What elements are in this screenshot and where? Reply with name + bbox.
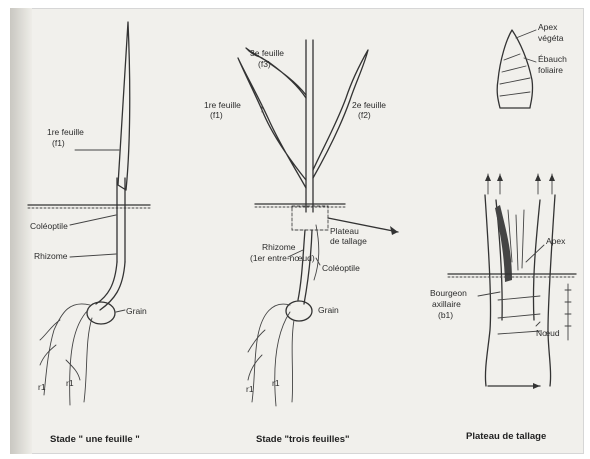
label-root-s3-r1: r1 bbox=[246, 384, 254, 394]
root-s3-branches bbox=[248, 330, 265, 380]
detail-arrowheads bbox=[485, 174, 555, 181]
outer-sheath-right bbox=[548, 195, 555, 386]
root-3 bbox=[84, 318, 92, 402]
label-first-leaf-s3: 1re feuille bbox=[204, 100, 241, 110]
label-vegetatif: végéta bbox=[538, 33, 564, 43]
label-grain: Grain bbox=[126, 306, 147, 316]
label-grain-s3: Grain bbox=[318, 305, 339, 315]
label-second-leaf: 2e feuille bbox=[352, 100, 386, 110]
first-leaf-blade bbox=[118, 22, 130, 190]
label-foliaire: foliaire bbox=[538, 65, 563, 75]
label-plateau: Plateau bbox=[330, 226, 359, 236]
label-root-r1: r1 bbox=[38, 382, 46, 392]
leader-ebauch bbox=[524, 58, 536, 62]
label-third-leaf-sub: (f3) bbox=[258, 59, 271, 69]
caption-stage-one-leaf: Stade " une feuille " bbox=[50, 434, 140, 445]
caption-stage-three-leaves: Stade "trois feuilles" bbox=[256, 434, 349, 445]
label-rhizome-s3-2: (1er entre-nœud) bbox=[250, 253, 315, 263]
label-third-leaf: 3e feuille bbox=[250, 48, 284, 58]
label-axillaire: axillaire bbox=[432, 299, 461, 309]
label-plateau-2: de tallage bbox=[330, 236, 367, 246]
stage-three-leaves-drawing: 3e feuille (f3) 1re feuille (f1) 2e feui… bbox=[204, 40, 398, 445]
label-b1: (b1) bbox=[438, 310, 453, 320]
label-noeud: Nœud bbox=[536, 328, 560, 338]
axillary-bud-shading bbox=[495, 205, 512, 282]
apex-detail-drawing: Apex végéta Ébauch foliaire bbox=[497, 22, 567, 108]
label-apex-top: Apex bbox=[538, 22, 558, 32]
central-stem bbox=[306, 40, 313, 212]
caption-plateau-de-tallage: Plateau de tallage bbox=[466, 431, 546, 442]
leader-grain bbox=[116, 310, 125, 312]
detail-arrows bbox=[488, 174, 552, 194]
leader-bourgeon bbox=[478, 292, 500, 296]
plateau-arrow-head bbox=[390, 226, 398, 235]
detail-base-arrowhead bbox=[533, 383, 540, 389]
coleoptile-sheath bbox=[117, 178, 125, 262]
label-first-leaf-s3-sub: (f1) bbox=[210, 110, 223, 120]
root-s3-1 bbox=[252, 304, 290, 402]
label-second-leaf-sub: (f2) bbox=[358, 110, 371, 120]
label-bourgeon: Bourgeon bbox=[430, 288, 467, 298]
leader-apex bbox=[516, 30, 536, 38]
rhizome-stem bbox=[96, 262, 125, 310]
label-first-leaf: 1re feuille bbox=[47, 127, 84, 137]
label-ebauch: Ébauch bbox=[538, 54, 567, 64]
stage-one-leaf-drawing: 1re feuille (f1) Coléoptile Rhizome Grai… bbox=[28, 22, 150, 445]
rhizome-s3 bbox=[298, 230, 312, 304]
root-s3-3 bbox=[292, 320, 294, 402]
first-leaf-blade-s3 bbox=[238, 58, 306, 188]
apex-primordia bbox=[500, 54, 530, 96]
root-branches bbox=[40, 320, 80, 380]
outer-sheath-left bbox=[485, 195, 491, 386]
label-root-s3-r1b: r1 bbox=[272, 378, 280, 388]
label-rhizome: Rhizome bbox=[34, 251, 68, 261]
plateau-detail-drawing: Apex Bourgeon axillaire (b1) Nœud Platea… bbox=[430, 174, 576, 442]
label-first-leaf-sub: (f1) bbox=[52, 138, 65, 148]
label-root-r1b: r1 bbox=[66, 378, 74, 388]
root-s3-2 bbox=[275, 312, 290, 406]
plateau-box bbox=[292, 206, 328, 230]
leader-noeud bbox=[536, 322, 540, 326]
grain-s3 bbox=[286, 301, 312, 321]
leader-rhizome bbox=[70, 254, 116, 257]
label-coleoptile: Coléoptile bbox=[30, 221, 68, 231]
leader-coleoptile bbox=[70, 215, 116, 225]
label-coleoptile-s3: Coléoptile bbox=[322, 263, 360, 273]
scale-ticks bbox=[565, 284, 571, 340]
label-rhizome-s3: Rhizome bbox=[262, 242, 296, 252]
label-apex-detail: Apex bbox=[546, 236, 566, 246]
